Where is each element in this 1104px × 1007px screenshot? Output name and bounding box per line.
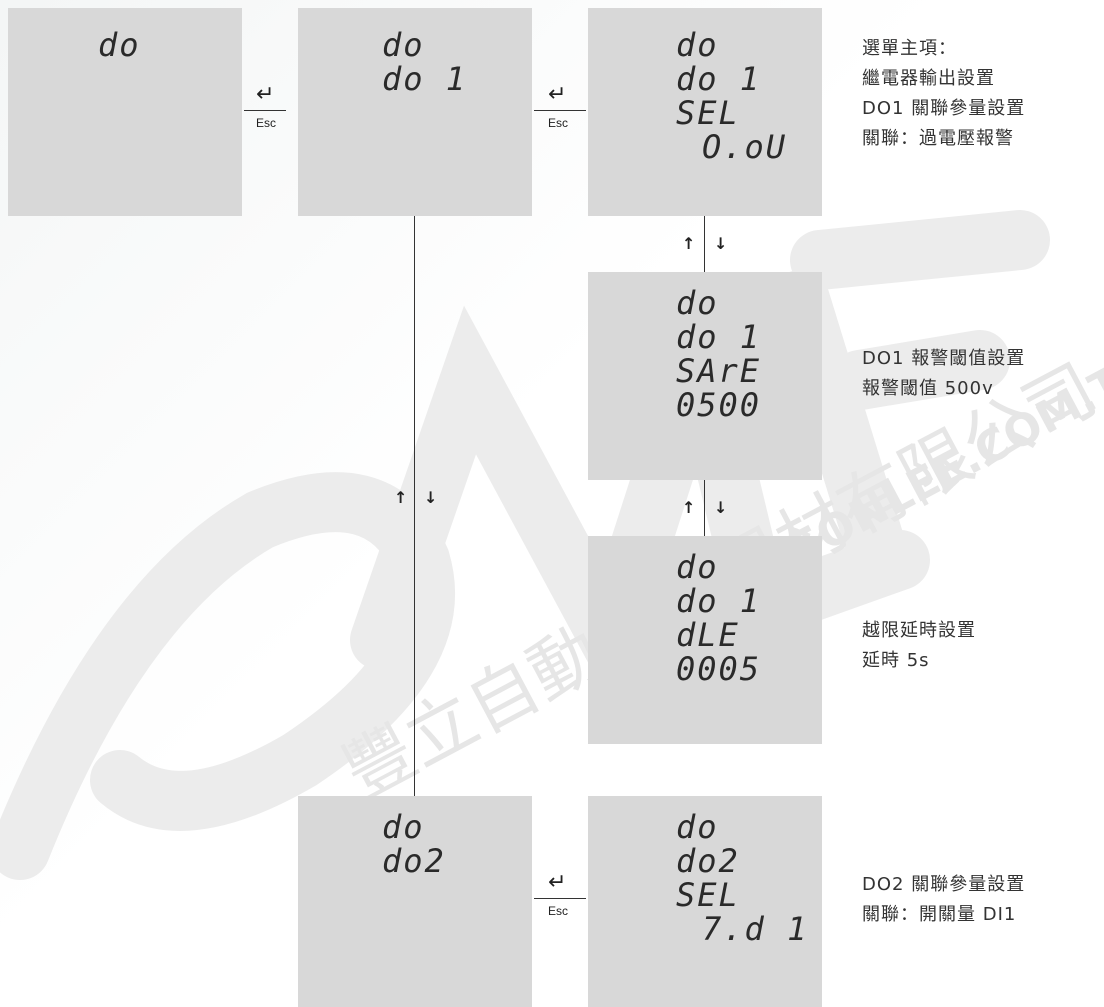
lcd-line: do <box>382 808 425 846</box>
lcd-line: do <box>676 808 719 846</box>
connector-line <box>534 110 586 111</box>
lcd-line: SEL <box>676 876 740 914</box>
lcd-line: 7.d 1 <box>702 910 809 948</box>
lcd-line: 0005 <box>676 650 762 688</box>
lcd-line: dLE <box>676 616 740 654</box>
lcd-line: do 1 <box>382 60 468 98</box>
enter-icon: ↵ <box>548 82 567 107</box>
lcd-line: do 1 <box>676 582 762 620</box>
lcd-line: SEL <box>676 94 740 132</box>
description-do1-alarm: DO1 報警閾值設置 報警閾值 500v <box>862 344 1025 404</box>
lcd-line: do2 <box>676 842 740 880</box>
description-line: DO1 報警閾值設置 <box>862 348 1026 369</box>
connector-line <box>704 216 705 272</box>
lcd-line: 0500 <box>676 386 762 424</box>
lcd-line: do <box>676 26 719 64</box>
lcd-screen-do2-sel: do do2 SEL 7.d 1 <box>588 796 822 1007</box>
connector-line <box>414 216 415 796</box>
lcd-line: do <box>98 26 141 64</box>
description-line: 繼電器輸出設置 <box>862 68 995 89</box>
up-arrow-icon: ↑ <box>682 234 696 253</box>
up-arrow-icon: ↑ <box>394 488 408 507</box>
connector-line <box>534 898 586 899</box>
esc-label: Esc <box>548 116 569 130</box>
description-do1-sel: 選單主項： 繼電器輸出設置 DO1 關聯參量設置 關聯：過電壓報警 <box>862 34 1025 154</box>
lcd-line: do 1 <box>676 318 762 356</box>
description-line: 關聯：開關量 DI1 <box>862 904 1017 925</box>
description-line: DO2 關聯參量設置 <box>862 874 1026 895</box>
lcd-screen-do1: do do 1 <box>298 8 532 216</box>
description-line: 延時 5s <box>862 650 930 671</box>
lcd-screen-do: do <box>8 8 242 216</box>
lcd-screen-do1-alarm: do do 1 SArE 0500 <box>588 272 822 480</box>
description-do2-sel: DO2 關聯參量設置 關聯：開關量 DI1 <box>862 870 1025 930</box>
lcd-line: do <box>676 284 719 322</box>
down-arrow-icon: ↓ <box>714 498 728 517</box>
lcd-line: do2 <box>382 842 446 880</box>
lcd-line: SArE <box>676 352 762 390</box>
enter-icon: ↵ <box>256 82 275 107</box>
description-line: 選單主項： <box>862 38 957 59</box>
description-line: 報警閾值 500v <box>862 378 994 399</box>
esc-label: Esc <box>548 904 569 918</box>
lcd-line: do <box>676 548 719 586</box>
lcd-line: do <box>382 26 425 64</box>
enter-icon: ↵ <box>548 870 567 895</box>
connector-line <box>704 480 705 536</box>
lcd-screen-do1-sel: do do 1 SEL O.oU <box>588 8 822 216</box>
lcd-screen-do1-delay: do do 1 dLE 0005 <box>588 536 822 744</box>
description-line: 越限延時設置 <box>862 620 976 641</box>
description-do1-delay: 越限延時設置 延時 5s <box>862 616 976 676</box>
lcd-screen-do2: do do2 <box>298 796 532 1007</box>
description-line: DO1 關聯參量設置 <box>862 98 1026 119</box>
lcd-line: do 1 <box>676 60 762 98</box>
description-line: 關聯：過電壓報警 <box>862 128 1014 149</box>
up-arrow-icon: ↑ <box>682 498 696 517</box>
esc-label: Esc <box>256 116 277 130</box>
connector-line <box>244 110 286 111</box>
lcd-line: O.oU <box>702 128 788 166</box>
down-arrow-icon: ↓ <box>714 234 728 253</box>
down-arrow-icon: ↓ <box>424 488 438 507</box>
